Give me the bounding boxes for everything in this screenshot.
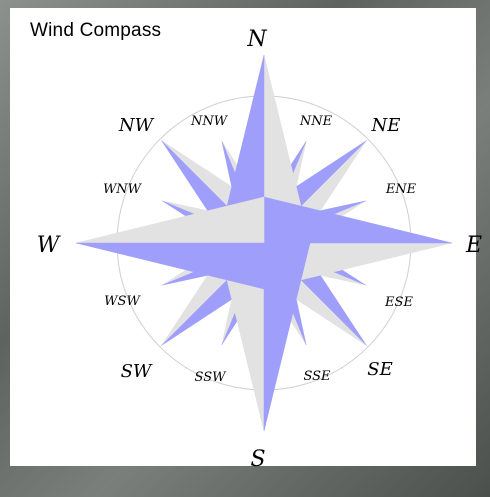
label-nw: NW	[118, 115, 155, 136]
label-ene: ENE	[385, 182, 417, 197]
ray-w-dark-half	[75, 242, 265, 290]
label-n: N	[246, 27, 267, 52]
label-w: W	[37, 233, 62, 258]
label-wnw: WNW	[103, 182, 143, 197]
label-s: S	[250, 447, 265, 472]
label-ne: NE	[371, 115, 401, 136]
label-se: SE	[367, 359, 392, 380]
label-ese: ESE	[384, 295, 413, 310]
label-nnw: NNW	[190, 114, 229, 129]
ray-s-dark-half	[263, 242, 311, 432]
label-ssw: SSW	[195, 370, 228, 385]
page-title: Wind Compass	[30, 20, 162, 41]
label-e: E	[465, 233, 482, 258]
label-sw: SW	[121, 361, 153, 382]
compass-rays	[75, 54, 453, 432]
label-nne: NNE	[299, 114, 333, 129]
label-sse: SSE	[303, 369, 331, 384]
label-wsw: WSW	[104, 294, 141, 309]
